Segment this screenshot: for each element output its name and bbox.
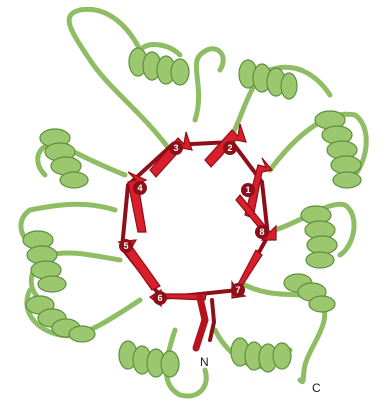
strand-label-4: 4 (137, 183, 142, 193)
c-terminus-label: C (312, 381, 321, 395)
strand-label-3: 3 (173, 143, 178, 153)
strand-label-8: 8 (259, 227, 264, 237)
n-terminus-label: N (200, 355, 209, 369)
strand-label-2: 2 (227, 143, 232, 153)
strand-label-1: 1 (245, 185, 250, 195)
strand-label-7: 7 (235, 285, 240, 295)
strand-label-6: 6 (157, 293, 162, 303)
strand-label-5: 5 (123, 241, 128, 251)
